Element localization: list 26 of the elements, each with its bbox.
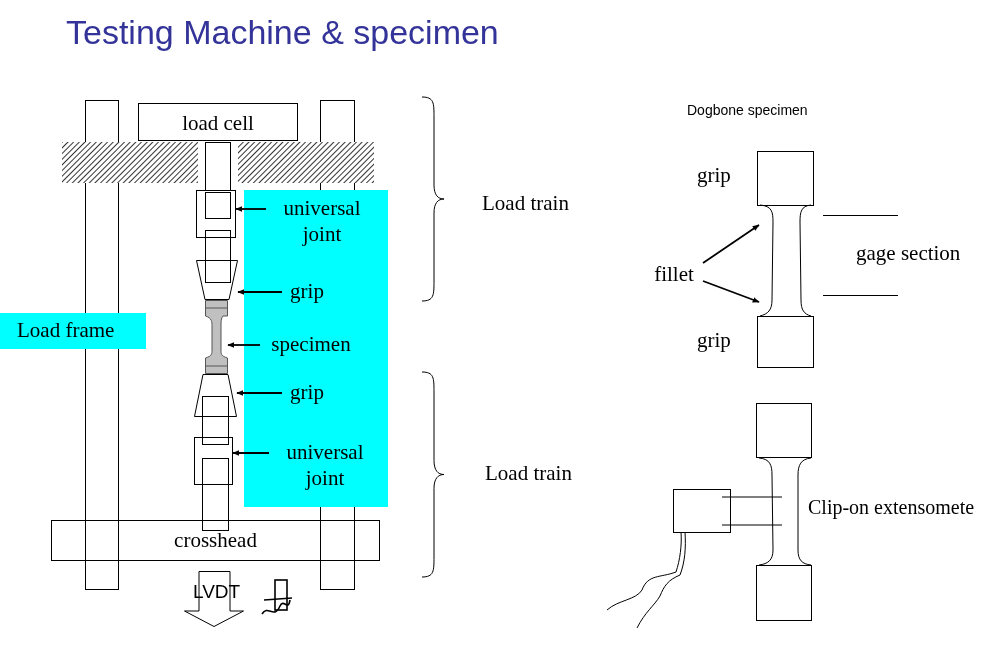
leader-arrow — [702, 224, 760, 264]
title: Testing Machine & specimen — [66, 13, 499, 52]
leader-arrow — [237, 289, 283, 295]
leader-arrow — [236, 390, 283, 396]
leader-arrow — [227, 342, 261, 348]
part-label: gage section — [856, 240, 961, 266]
crosshead-box: crosshead — [51, 520, 380, 561]
leader-arrow — [235, 206, 267, 212]
part-label: universal joint — [270, 195, 374, 247]
part-label: Load train — [485, 460, 572, 486]
heading-label: Dogbone specimen — [687, 102, 808, 118]
lvdt-label: LVDT — [193, 581, 241, 603]
part-label: grip — [697, 162, 731, 188]
fillet-label: fillet — [649, 261, 699, 287]
leader-arrow — [232, 450, 270, 456]
part-label: Clip-on extensomete — [808, 496, 975, 519]
part-label: grip — [286, 379, 328, 405]
part-label: Load train — [482, 190, 569, 216]
load-cell-box: load cell — [138, 103, 298, 141]
leader-arrow — [702, 280, 760, 303]
highlight-panel — [244, 190, 388, 507]
part-label: specimen — [264, 331, 358, 357]
load-frame-label: Load frame — [0, 313, 146, 349]
part-label: universal joint — [273, 439, 377, 491]
part-label: grip — [697, 327, 731, 353]
part-label: grip — [286, 278, 328, 304]
